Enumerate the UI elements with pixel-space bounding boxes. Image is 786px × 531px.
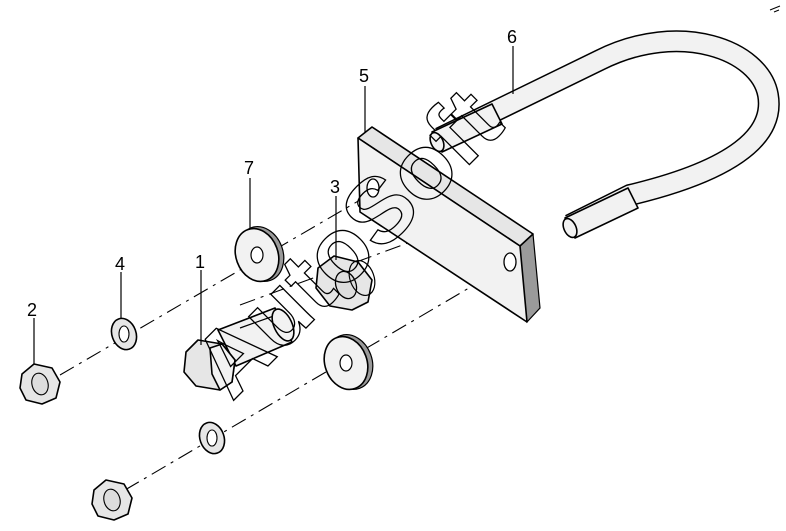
flat-washer-upper <box>234 226 285 283</box>
hex-nut-lower <box>91 479 133 521</box>
callout-6: 6 <box>507 27 517 47</box>
flat-washer-lower <box>323 334 374 391</box>
mounting-plate <box>357 126 541 324</box>
callout-7: 7 <box>244 158 254 178</box>
lock-nut-collar <box>348 259 376 297</box>
u-bolt-upper-end <box>429 131 445 153</box>
plate-hole-lower <box>503 252 517 272</box>
callout-5: 5 <box>359 66 369 86</box>
lock-nut-bore <box>334 270 358 300</box>
callout-1: 1 <box>195 252 205 272</box>
u-bolt <box>429 30 780 239</box>
plate-hole-upper <box>366 178 380 198</box>
callout-4: 4 <box>115 254 125 274</box>
hex-nut-upper-bore <box>31 372 49 396</box>
corner-mark <box>769 5 781 13</box>
bolt-head-face <box>209 343 236 391</box>
spring-washer-upper <box>110 317 138 351</box>
u-bolt-bend-fill <box>435 31 779 234</box>
leader-lines <box>33 46 514 364</box>
callout-3: 3 <box>330 177 340 197</box>
u-bolt-lower-end <box>562 217 578 239</box>
hex-nut-lower-bore <box>103 488 121 512</box>
spring-washer-lower-inner <box>206 429 218 447</box>
spring-washer-upper-inner <box>118 325 130 343</box>
lock-nut <box>315 255 376 311</box>
flat-washer-lower-hole <box>339 354 353 372</box>
hex-nut-upper <box>19 363 61 405</box>
plate-face <box>357 137 528 323</box>
bolt-end <box>271 308 295 342</box>
bolt <box>183 307 295 391</box>
spring-washer-lower <box>198 421 226 455</box>
flat-washer-upper-hole <box>250 246 264 264</box>
callout-2: 2 <box>27 300 37 320</box>
